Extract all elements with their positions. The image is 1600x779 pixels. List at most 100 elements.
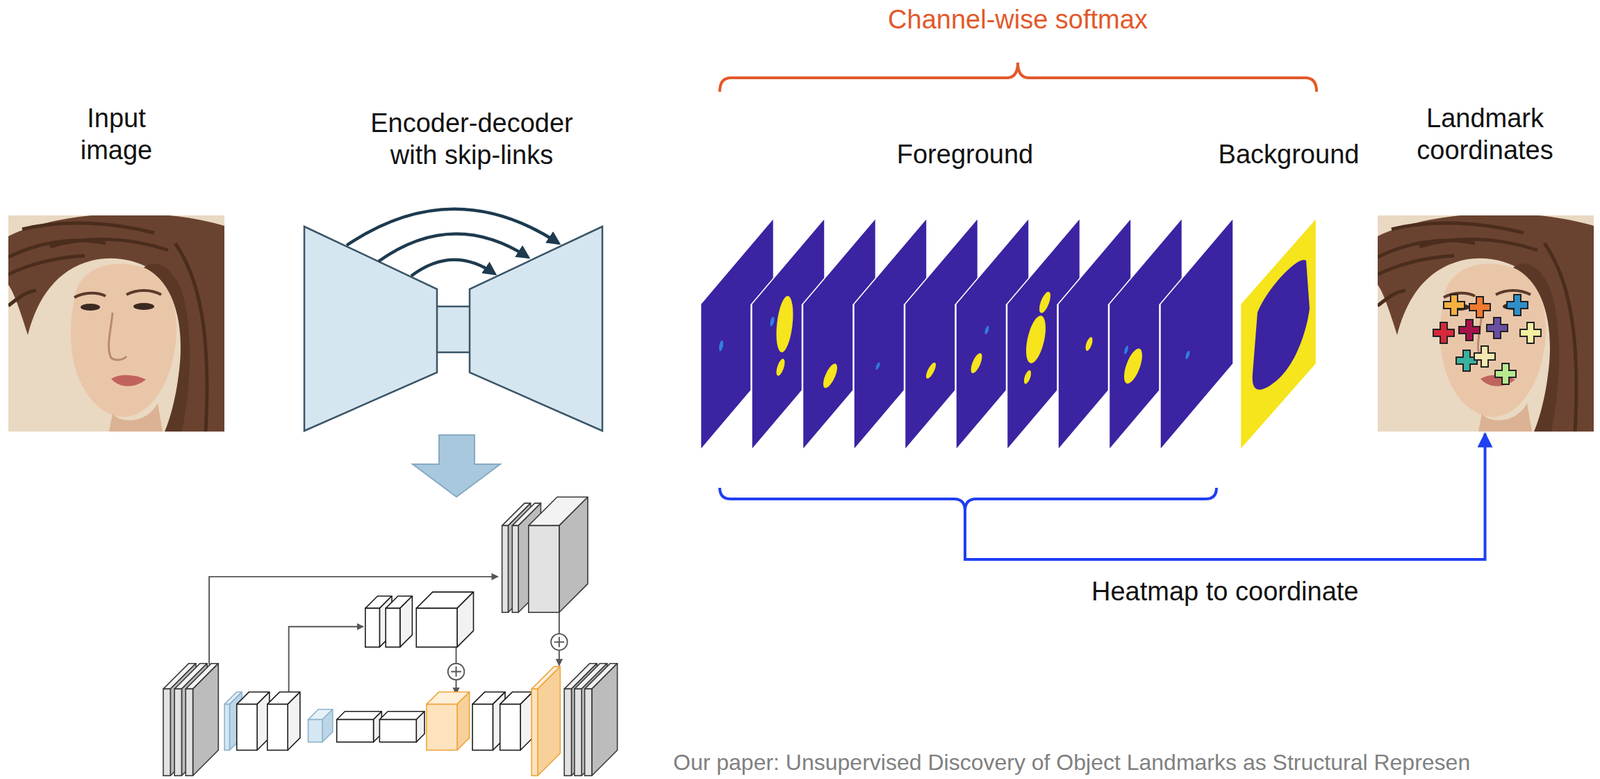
input-image: Input image	[8, 102, 225, 435]
block-side	[416, 711, 425, 742]
block-front	[365, 607, 381, 647]
add-symbol	[448, 663, 465, 681]
block-front	[308, 719, 324, 742]
heatmap-stack	[700, 217, 1234, 451]
hair-strand	[50, 238, 169, 251]
block-side	[591, 663, 618, 777]
heatmap-blob	[719, 338, 724, 353]
hair	[143, 263, 190, 432]
layer-block	[426, 691, 470, 751]
landmark-cross	[1506, 294, 1528, 316]
node-heading: Background	[1205, 138, 1373, 171]
block-front	[163, 688, 171, 776]
landmark-cross	[1495, 363, 1516, 385]
skip-link	[378, 233, 529, 262]
heatmap-blob	[1185, 348, 1191, 361]
hair	[8, 215, 225, 432]
landmark-cross	[1469, 296, 1491, 318]
heatmap-blob	[1124, 341, 1143, 391]
hair	[1513, 263, 1560, 432]
block-front	[426, 703, 458, 750]
block-side	[537, 666, 560, 776]
hair-strand	[22, 223, 155, 233]
heatmap-blob	[1085, 334, 1093, 354]
skip-wire	[558, 612, 560, 634]
landmark-cross	[1486, 317, 1508, 339]
edge-label: Heatmap to coordinate	[1091, 575, 1359, 608]
landmark-cross	[1443, 294, 1465, 316]
input-photo	[8, 215, 225, 432]
landmark-cross	[1458, 319, 1480, 341]
heatmap-blob	[776, 355, 786, 379]
face	[70, 263, 177, 417]
node-heading: Landmark coordinates	[1381, 102, 1590, 167]
heatmap	[1160, 217, 1234, 451]
block-front	[336, 719, 374, 742]
block-front	[379, 719, 417, 742]
block-front	[500, 703, 521, 750]
background-heatmap	[1240, 217, 1317, 451]
softmax-brace	[719, 62, 1317, 92]
block-front	[267, 703, 288, 750]
block-side	[559, 496, 588, 613]
heatmap-blob	[770, 314, 775, 328]
skip-link	[411, 259, 495, 276]
landmark-cross	[1433, 322, 1455, 344]
eyebrow	[126, 290, 162, 295]
block-front	[224, 703, 230, 750]
caption: Our paper: Unsupervised Discovery of Obj…	[673, 748, 1471, 776]
hair	[1377, 215, 1594, 432]
skip-wire	[455, 646, 458, 664]
add-symbol	[554, 637, 565, 648]
block-front	[472, 703, 493, 750]
heatmap-blob	[1024, 367, 1032, 387]
add-symbol	[450, 666, 462, 677]
heatmap-blob	[1124, 343, 1129, 356]
encoder-decoder-icon	[304, 209, 603, 431]
eyebrow	[1443, 293, 1475, 298]
layer-block	[236, 691, 270, 751]
skip-wire	[289, 626, 364, 693]
block-front	[502, 525, 509, 613]
layer-block	[500, 691, 533, 751]
heatmap-blob	[985, 323, 990, 336]
block-front	[512, 525, 519, 613]
block-front	[385, 607, 401, 647]
down-arrow	[412, 434, 501, 497]
lips	[111, 375, 146, 387]
eyebrow	[74, 293, 106, 298]
block-side	[457, 591, 474, 647]
layer-block	[336, 711, 383, 742]
block-front	[174, 688, 182, 776]
foreground-brace	[719, 487, 1217, 511]
heatmap-blob	[1039, 287, 1051, 318]
bottleneck-outline	[436, 306, 470, 353]
hair-strand	[1377, 290, 1406, 306]
node-heading: Input image	[57, 102, 176, 167]
neck	[109, 402, 163, 432]
connector	[965, 433, 1486, 560]
neck	[1478, 402, 1532, 432]
background-heatmap: Background	[1199, 138, 1378, 452]
layer-block	[531, 666, 560, 776]
skip-link	[346, 209, 559, 246]
heatmap-blob	[776, 287, 794, 360]
layer-block	[584, 663, 618, 777]
eye	[133, 302, 155, 310]
layer-block	[308, 709, 333, 742]
landmark-cross	[1520, 322, 1541, 344]
block-front	[236, 703, 258, 750]
decoder-trapezoid	[469, 226, 603, 431]
layer-block	[379, 711, 425, 742]
layer-block	[528, 496, 588, 613]
heatmap-blob	[876, 360, 881, 371]
bottleneck	[435, 306, 472, 353]
hair-strand	[8, 290, 37, 306]
heatmap-blob	[971, 348, 983, 378]
block-front	[564, 688, 572, 776]
skip-wire	[209, 576, 499, 665]
node-heading: Encoder-decoder with skip-links	[350, 107, 594, 171]
